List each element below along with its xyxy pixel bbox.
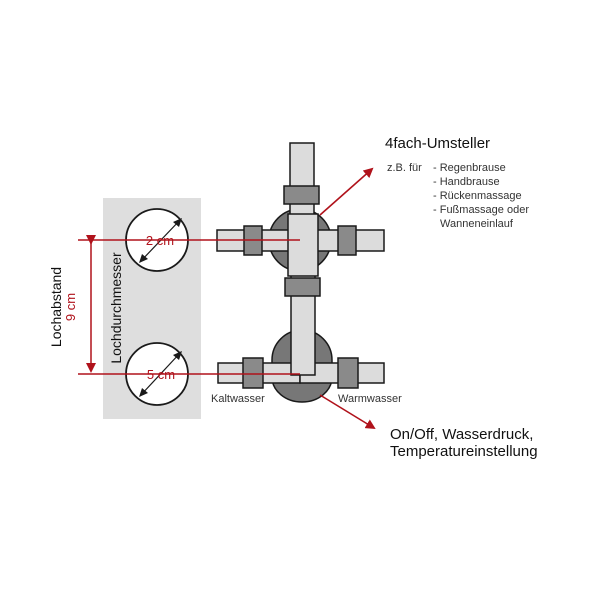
lower-valve-text-line: On/Off, Wasserdruck, [390, 426, 533, 443]
riser-nut [284, 277, 321, 297]
example-prefix: z.B. für [387, 162, 422, 174]
function-item: - Regenbrause [433, 162, 506, 174]
top-outlet-nut [283, 185, 320, 205]
valve-title: 4fach-Umsteller [385, 135, 490, 152]
function-item: - Handbrause [433, 176, 500, 188]
function-item: - Fußmassage oder [433, 204, 529, 216]
right-outlet-nut [337, 225, 357, 256]
upper-valve-center-pipe [287, 213, 319, 277]
function-item: Wanneneinlauf [440, 218, 514, 230]
function-item: - Rückenmassage [433, 190, 522, 202]
warmwasser-label: Warmwasser [338, 393, 402, 405]
lochabstand-label: Lochabstand [48, 267, 64, 347]
kaltwasser-label: Kaltwasser [211, 393, 265, 405]
hole-large-label: 5 cm [147, 367, 175, 382]
hole-spacing-label: 9 cm [63, 293, 78, 321]
lower-valve-text-line: Temperatureinstellung [390, 443, 538, 460]
cold-inlet-nut [242, 357, 264, 389]
hole-small-label: 2 cm [146, 233, 174, 248]
lochdurchmesser-label: Lochdurchmesser [108, 252, 124, 364]
warm-inlet-nut [337, 357, 359, 389]
lower-valve-callout-arrow [319, 394, 376, 430]
upper-valve-callout-arrow [319, 167, 374, 216]
